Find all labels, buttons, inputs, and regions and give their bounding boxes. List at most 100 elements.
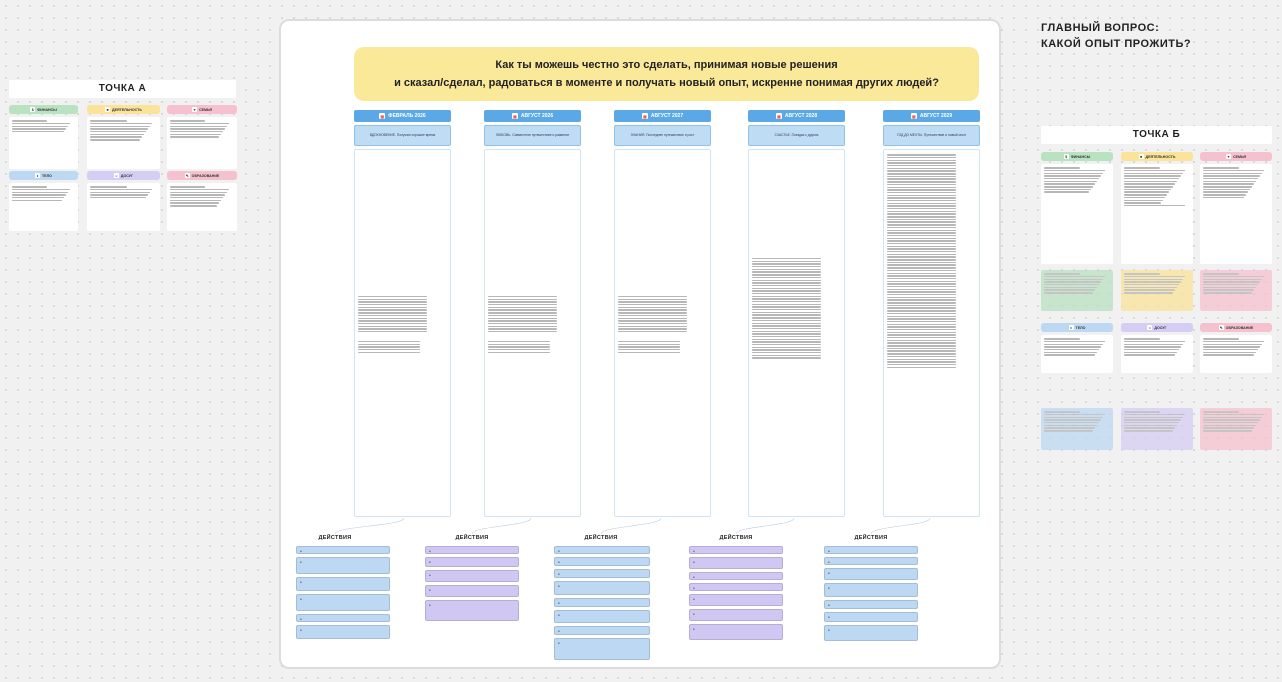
text-line (358, 301, 428, 303)
point-a-note (87, 183, 160, 231)
text-line (170, 202, 220, 204)
text-line (12, 131, 65, 133)
heart-icon: ♥ (1225, 154, 1231, 159)
action-item[interactable] (689, 572, 783, 580)
text-line (1203, 289, 1254, 291)
text-line (488, 328, 558, 330)
connector-line (471, 517, 532, 535)
action-item[interactable] (824, 600, 918, 609)
action-item[interactable] (689, 594, 783, 606)
action-item[interactable] (554, 569, 650, 578)
action-item[interactable] (425, 585, 519, 597)
action-item[interactable] (554, 610, 650, 623)
text-line (887, 363, 957, 366)
point-b-title: ТОЧКА Б (1041, 126, 1272, 144)
text-line (1203, 281, 1260, 283)
text-line (752, 327, 822, 330)
action-item[interactable] (689, 624, 783, 640)
action-item[interactable] (296, 594, 390, 611)
text-line (1044, 188, 1091, 191)
action-item[interactable] (824, 568, 918, 580)
text-line (170, 136, 220, 138)
point-a-note (9, 117, 78, 169)
text-line (1203, 349, 1258, 351)
text-line (752, 341, 822, 343)
text-line (12, 120, 47, 122)
text-line (752, 274, 822, 276)
text-line (752, 290, 822, 292)
action-item[interactable] (425, 570, 519, 582)
category-label: ТЕЛО (42, 173, 52, 178)
point-b-sticky (1041, 408, 1113, 450)
text-line (1044, 186, 1093, 188)
text-line (887, 328, 957, 331)
category-0: $ФИНАНСЫ (9, 105, 78, 114)
action-item[interactable] (554, 598, 650, 607)
text-line (1044, 422, 1099, 424)
text-line (1044, 180, 1097, 183)
action-item[interactable] (824, 583, 918, 597)
action-item[interactable] (824, 625, 918, 641)
action-item[interactable] (296, 614, 390, 622)
text-line (1044, 416, 1103, 419)
action-item[interactable] (689, 546, 783, 554)
column-notes (752, 258, 841, 359)
text-line (1124, 292, 1173, 294)
text-line (1124, 422, 1179, 424)
text-line (887, 342, 957, 344)
text-line (887, 165, 957, 167)
action-item[interactable] (689, 583, 783, 591)
point-b-note (1121, 335, 1193, 373)
text-line (1124, 196, 1165, 199)
date-subtitle: ГОД ДО МЕЧТЫ. Путешествие и новый опыт (883, 125, 980, 146)
point-b-sticky (1041, 270, 1113, 311)
action-item[interactable] (554, 638, 650, 660)
action-item[interactable] (554, 581, 650, 595)
text-line (358, 351, 421, 354)
action-item[interactable] (554, 557, 650, 566)
action-item[interactable] (554, 546, 650, 554)
text-line (1124, 419, 1181, 421)
column-notes (358, 296, 447, 354)
action-item[interactable] (554, 626, 650, 635)
text-line (887, 353, 957, 355)
category-4: ☺ДОСУГ (1121, 323, 1193, 332)
action-item[interactable] (824, 546, 918, 554)
action-item[interactable] (824, 612, 918, 622)
text-line (12, 122, 70, 125)
text-line (358, 348, 421, 351)
calendar-icon: ▦ (910, 113, 917, 119)
action-item[interactable] (425, 600, 519, 621)
action-item[interactable] (425, 557, 519, 567)
action-item[interactable] (296, 557, 390, 574)
action-item[interactable] (824, 557, 918, 565)
text-line (1044, 424, 1097, 427)
category-2: ♥СЕМЬЯ (1200, 152, 1272, 161)
text-line (752, 301, 822, 303)
text-line (887, 283, 957, 285)
text-line (488, 351, 551, 354)
text-line (90, 128, 148, 130)
action-item[interactable] (425, 546, 519, 554)
body-icon: ♦ (35, 173, 41, 178)
action-item[interactable] (296, 546, 390, 554)
category-4: ☺ДОСУГ (87, 171, 160, 180)
point-b-title-text: ТОЧКА Б (1132, 129, 1181, 140)
text-line (887, 355, 957, 358)
text-line (618, 343, 681, 345)
action-item[interactable] (296, 577, 390, 591)
text-line (887, 291, 957, 293)
text-line (1124, 188, 1171, 191)
text-line (1044, 351, 1097, 354)
text-line (752, 335, 822, 338)
text-line (1124, 202, 1161, 204)
text-line (1124, 424, 1177, 427)
text-line (1203, 340, 1264, 343)
action-item[interactable] (689, 609, 783, 621)
action-item[interactable] (689, 557, 783, 569)
text-line (887, 345, 957, 347)
text-line (1044, 289, 1095, 291)
text-line (488, 301, 558, 303)
leisure-icon: ☺ (1147, 325, 1153, 330)
action-item[interactable] (296, 625, 390, 639)
